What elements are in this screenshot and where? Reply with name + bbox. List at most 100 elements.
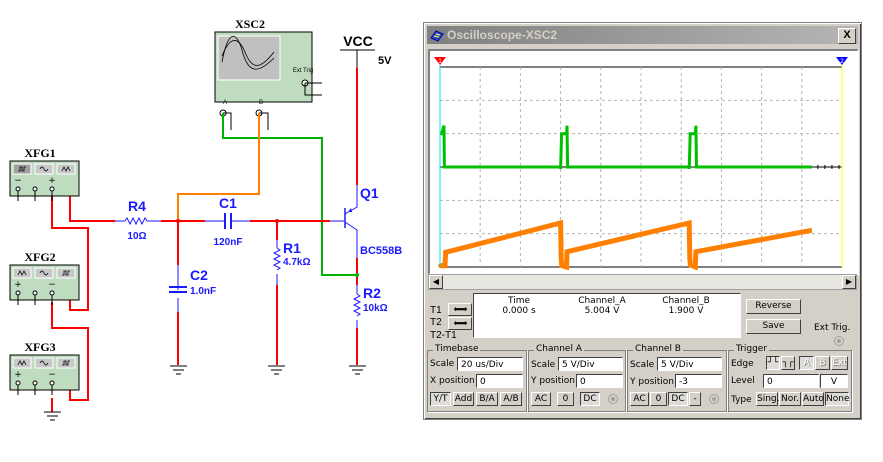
capacitor-c1[interactable]: C1 120nF	[214, 195, 243, 248]
triangle-wave-icon[interactable]	[56, 163, 76, 175]
horizontal-scrollbar[interactable]: ◀ ▶	[428, 274, 857, 290]
wires	[51, 68, 359, 412]
xsc2-instrument[interactable]: XSC2 Ext Trig A B	[214, 17, 322, 130]
rising-edge-icon: ┘└	[767, 358, 779, 368]
ground-symbols	[44, 365, 366, 421]
trigger-level-unit[interactable]: V	[820, 374, 848, 388]
reverse-button[interactable]: Reverse	[746, 299, 801, 314]
c2-ref: C2	[190, 267, 208, 283]
timebase-group: Timebase Scale 20 us/Div X position 0 Y/…	[427, 344, 527, 412]
t2-label: T2	[430, 317, 442, 328]
xfg2-function-generator[interactable]: XFG2+−	[9, 250, 80, 305]
cursor-t2-handle[interactable]: 2	[836, 57, 848, 65]
ext-trig-label: Ext Trig.	[814, 323, 851, 333]
scope-display: 1 2	[428, 49, 859, 275]
channel-b-invert-button[interactable]: -	[689, 392, 701, 406]
c1-value: 120nF	[214, 237, 243, 248]
r4-value: 10Ω	[127, 231, 146, 242]
capacitor-c2[interactable]: C2 1.0nF	[169, 267, 216, 297]
channel-a-scale-label: Scale	[531, 360, 556, 370]
channel-b-trace	[437, 219, 813, 271]
svg-text:2: 2	[840, 58, 844, 65]
channel-a-ypos-label: Y position	[531, 376, 576, 386]
resistor-r2[interactable]: R2 10kΩ	[352, 285, 388, 317]
xfg1-function-generator[interactable]: XFG1−+	[9, 146, 80, 201]
trigger-single-button[interactable]: Sing.	[756, 392, 780, 406]
trigger-group: Trigger Edge ┘└ ┐┌ A B Ext Level 0 V Typ…	[728, 344, 852, 412]
t1-move-buttons[interactable]: ⬅➡	[448, 303, 472, 316]
header-channel-b: Channel_B	[662, 296, 710, 306]
resistor-r4[interactable]: R4 10Ω	[124, 198, 150, 242]
svg-text:+: +	[14, 280, 22, 290]
svg-text:−: −	[48, 280, 56, 290]
vcc-supply[interactable]: VCC 5V	[340, 33, 392, 68]
timebase-scale-label: Scale	[430, 359, 455, 369]
mode-ab-button[interactable]: A/B	[500, 392, 522, 406]
falling-edge-button[interactable]: ┐┌	[781, 356, 795, 370]
r1-value: 4.7kΩ	[283, 257, 310, 268]
channel-b-ypos-label: Y position	[630, 377, 675, 387]
triangle-wave-icon[interactable]	[12, 267, 32, 279]
cursor-t1-handle[interactable]: 1	[434, 57, 446, 65]
trigger-none-button[interactable]: None	[825, 392, 850, 406]
xfg3-label: XFG3	[24, 340, 55, 354]
vcc-value: 5V	[378, 55, 392, 67]
resistor-r1[interactable]: R1 4.7kΩ	[272, 240, 310, 271]
triangle-wave-icon[interactable]	[12, 357, 32, 369]
timebase-scale-field[interactable]: 20 us/Div	[457, 357, 523, 371]
svg-text:1: 1	[438, 58, 442, 65]
channel-a-dc-button[interactable]: DC	[580, 392, 600, 406]
scroll-left-button[interactable]: ◀	[429, 275, 443, 289]
t1-channel-a-value: 5.004 V	[584, 306, 620, 316]
plot-traces	[437, 125, 840, 271]
channel-b-zero-button[interactable]: 0	[650, 392, 667, 406]
channel-a-scale-field[interactable]: 5 V/Div	[558, 357, 623, 371]
trigger-source-a-button[interactable]: A	[799, 356, 814, 370]
channel-b-scale-field[interactable]: 5 V/Div	[657, 357, 722, 371]
t1-label: T1	[430, 305, 442, 316]
t1-time-value: 0.000 s	[502, 306, 536, 316]
svg-text:+: +	[48, 176, 56, 186]
trigger-normal-button[interactable]: Nor.	[779, 392, 801, 406]
channel-a-terminal[interactable]	[608, 394, 618, 404]
scroll-right-button[interactable]: ▶	[842, 275, 856, 289]
title-bar[interactable]: Oscilloscope-XSC2 X	[427, 26, 858, 44]
channel-a-title: Channel A	[534, 344, 584, 354]
trigger-auto-button[interactable]: Auto	[802, 392, 824, 406]
vcc-label: VCC	[343, 33, 373, 49]
close-button[interactable]: X	[838, 28, 856, 44]
scope-screen-icon	[217, 35, 281, 81]
channel-b-terminal[interactable]	[709, 394, 719, 404]
xfg3-function-generator[interactable]: XFG3+−	[9, 340, 80, 395]
falling-edge-icon: ┐┌	[782, 358, 794, 368]
channel-a-ac-button[interactable]: AC	[531, 392, 551, 406]
trigger-source-b-button[interactable]: B	[815, 356, 830, 370]
mode-yt-button[interactable]: Y/T	[430, 392, 451, 406]
pin-a-label: A	[223, 100, 227, 106]
save-button[interactable]: Save	[746, 319, 801, 334]
transistor-q1[interactable]: Q1 BC558B	[344, 185, 402, 257]
svg-text:−: −	[14, 176, 22, 186]
mode-ba-button[interactable]: B/A	[476, 392, 498, 406]
channel-a-group: Channel A Scale 5 V/Div Y position 0 AC …	[528, 344, 626, 412]
trigger-edge-label: Edge	[731, 359, 754, 369]
ext-trig-terminal[interactable]	[834, 336, 844, 346]
channel-b-dc-button[interactable]: DC	[668, 392, 688, 406]
trigger-level-label: Level	[731, 376, 755, 386]
channel-a-zero-button[interactable]: 0	[557, 392, 574, 406]
channel-a-ypos-field[interactable]: 0	[576, 374, 623, 388]
trigger-source-ext-button[interactable]: Ext	[831, 356, 848, 370]
ext-trig-label: Ext Trig	[293, 68, 313, 74]
trigger-level-field[interactable]: 0	[763, 374, 819, 388]
t2-move-buttons[interactable]: ⬅➡	[448, 317, 472, 330]
channel-b-ac-button[interactable]: AC	[630, 392, 649, 406]
oscilloscope-app-icon	[430, 30, 444, 42]
x-position-field[interactable]: 0	[476, 374, 523, 388]
channel-b-ypos-field[interactable]: -3	[675, 374, 722, 388]
timebase-title: Timebase	[433, 344, 481, 354]
q1-ref: Q1	[360, 185, 379, 201]
rising-edge-button[interactable]: ┘└	[766, 356, 780, 370]
channel-b-title: Channel B	[633, 344, 683, 354]
r1-ref: R1	[283, 240, 301, 256]
mode-add-button[interactable]: Add	[453, 392, 474, 406]
